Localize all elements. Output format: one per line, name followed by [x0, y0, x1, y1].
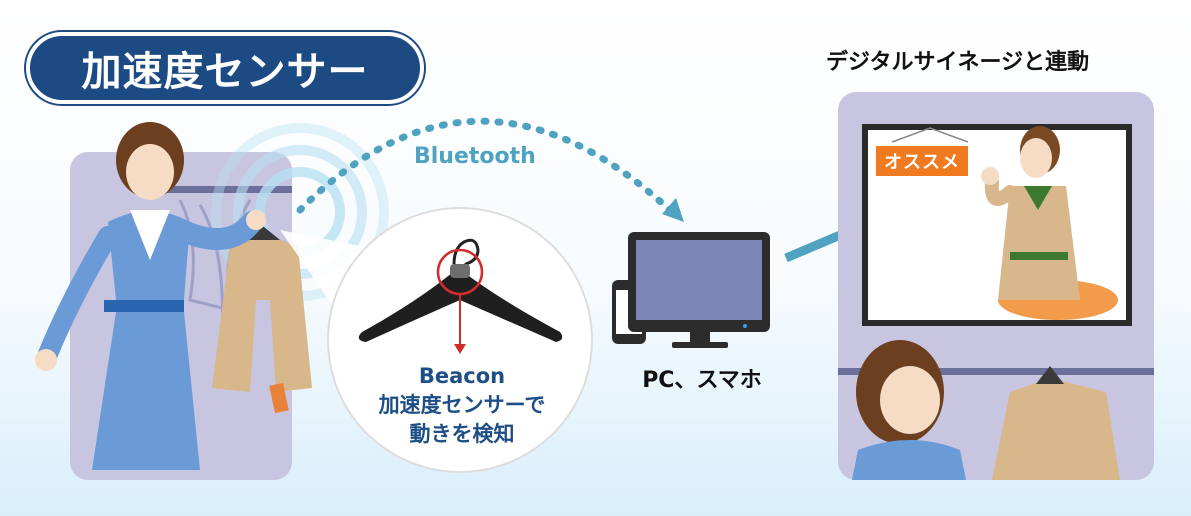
monitor-icon — [628, 232, 770, 348]
title-badge: 加速度センサー — [26, 32, 424, 104]
signage-string — [891, 127, 969, 143]
clothes-rack-rail — [160, 186, 292, 193]
woman-shopper — [35, 122, 266, 470]
bluetooth-arrowhead — [662, 198, 684, 222]
beacon-line-1: Beacon — [418, 364, 506, 388]
recommend-tag: オススメ — [876, 146, 968, 176]
signage-model — [981, 126, 1118, 320]
hanging-jacket-right — [992, 366, 1120, 480]
bluetooth-label: Bluetooth — [414, 144, 536, 169]
pc-smartphone-label: PC、スマホ — [642, 368, 762, 393]
beacon-line-3: 動きを検知 — [409, 422, 515, 446]
page-title: 加速度センサー — [81, 49, 369, 95]
customer-viewing-signage — [852, 340, 966, 480]
hanger-icon — [358, 238, 563, 354]
beacon-caption: Beacon 加速度センサーで 動きを検知 — [336, 362, 588, 449]
signage-caption: デジタルサイネージと連動 — [826, 50, 1090, 75]
beacon-line-2: 加速度センサーで — [378, 393, 546, 417]
bluetooth-dotted-arc — [296, 117, 679, 219]
clothes-rack-rail-right — [838, 368, 1154, 375]
